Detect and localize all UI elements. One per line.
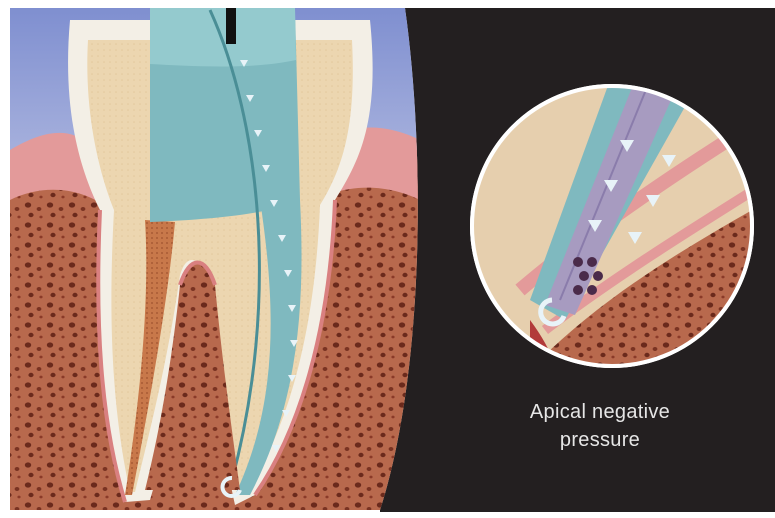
caption-line-2: pressure: [500, 426, 700, 454]
syringe-tip: [226, 8, 236, 44]
caption-line-1: Apical negative: [500, 398, 700, 426]
tooth-cross-section: [10, 8, 430, 518]
caption: Apical negative pressure: [500, 398, 700, 454]
